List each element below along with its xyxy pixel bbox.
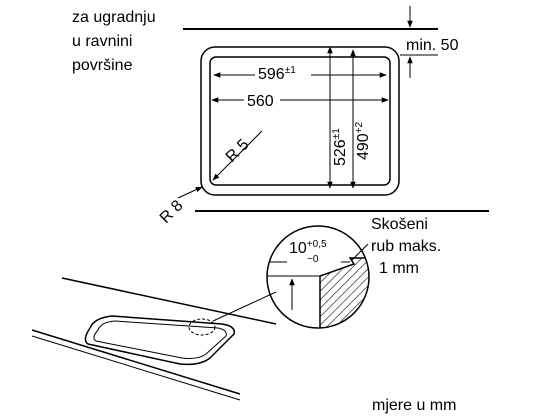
height-526-label: 526±1 [331, 128, 349, 166]
install-note-line-1: za ugradnju [72, 9, 156, 26]
width-560-label-bg [244, 88, 280, 108]
depth-label-bg [287, 237, 341, 263]
depth-label: 10+0,5 [289, 239, 327, 257]
hob-perspective [84, 315, 235, 366]
worktop-persp-front-under [31, 335, 241, 401]
edge-detail-zoom: 10+0,5 −0 [266, 225, 370, 329]
worktop-persp-front [31, 329, 241, 395]
width-560-label: 560 [247, 93, 274, 110]
units-label: mjere u mm [372, 397, 456, 414]
height-490-label: 490+2 [354, 121, 372, 160]
detail-leader-line [212, 291, 277, 322]
depth-tol-lower: −0 [307, 254, 319, 265]
cutout-inner-outline [209, 56, 391, 186]
zoom-frame [266, 225, 370, 329]
chamfer-note-line-2: rub maks. [371, 238, 441, 255]
min-gap-label: min. 50 [406, 37, 459, 54]
width-596-label: 596±1 [258, 65, 296, 83]
install-note-line-2: u ravnini [72, 33, 132, 50]
worktop-persp-back [61, 277, 277, 325]
radius-r8-label: R 8 [157, 197, 187, 227]
radius-r8-leader [177, 186, 203, 199]
chamfer-note-line-1: Skošeni [371, 216, 428, 233]
detail-marker-circle [188, 318, 216, 336]
install-note-line-3: površine [72, 57, 133, 74]
radius-r5-label: R 5 [223, 136, 253, 166]
radius-r5-leader [212, 130, 263, 181]
chamfer-leader [351, 243, 369, 261]
width-596-label-bg [255, 62, 311, 82]
worktop-section-hatch [319, 257, 369, 328]
cutout-outer-outline [200, 46, 400, 196]
chamfer-note-line-3: 1 mm [379, 260, 419, 277]
